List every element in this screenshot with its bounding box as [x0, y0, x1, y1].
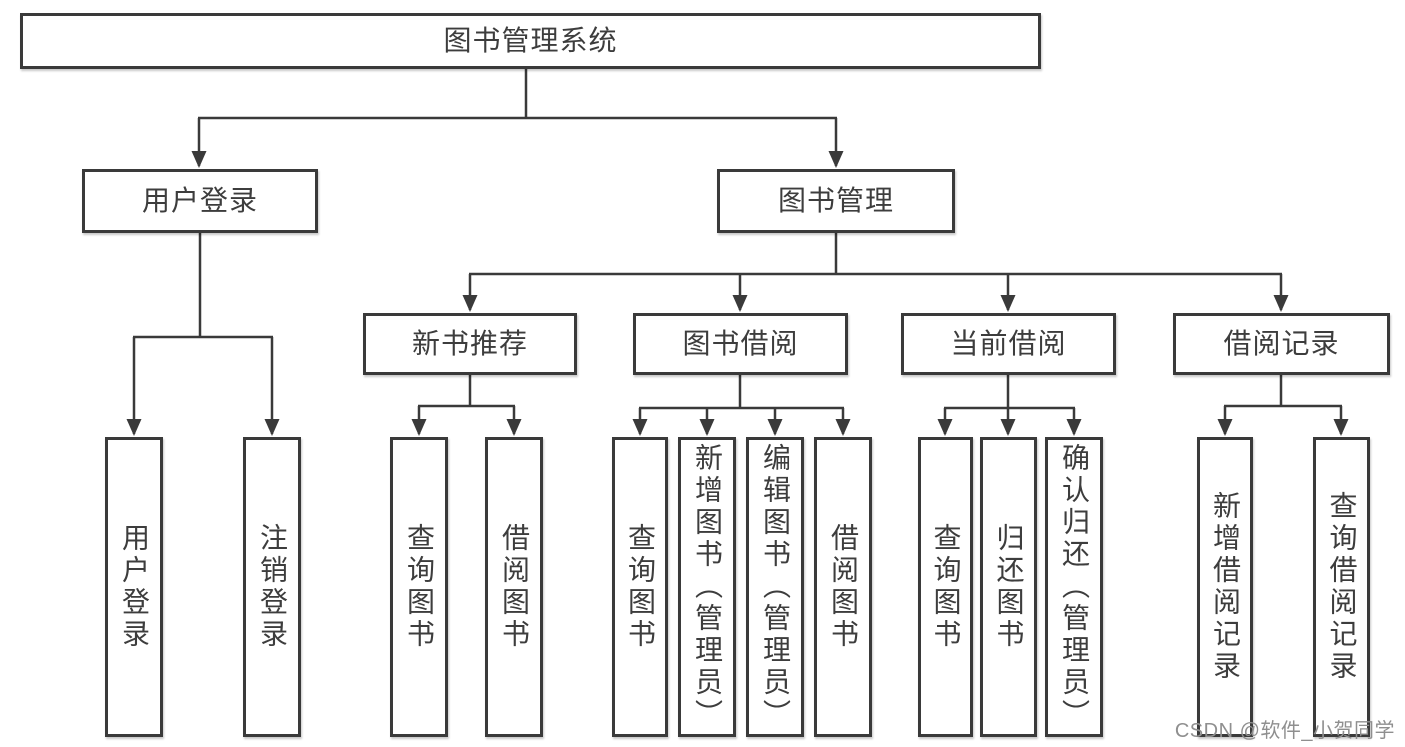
leaf-borrow-books-recommend: 借阅图书: [485, 437, 543, 737]
leaf-logout: 注销登录: [243, 437, 301, 737]
node-label: 借阅图书: [499, 523, 530, 651]
leaf-query-books-borrow: 查询图书: [612, 437, 668, 737]
node-label: 注销登录: [257, 523, 288, 651]
node-new-book-recommend: 新书推荐: [363, 313, 577, 375]
node-label: 当前借阅: [950, 328, 1067, 359]
leaf-add-book-admin: 新增图书（管理员）: [678, 437, 736, 737]
leaf-query-books-recommend: 查询图书: [390, 437, 448, 737]
node-label: 查询图书: [404, 523, 435, 651]
node-borrow-records: 借阅记录: [1173, 313, 1390, 375]
leaf-borrow-books: 借阅图书: [814, 437, 872, 737]
node-current-borrow: 当前借阅: [901, 313, 1116, 375]
leaf-user-login: 用户登录: [105, 437, 163, 737]
leaf-return-book: 归还图书: [980, 437, 1037, 737]
node-book-borrow: 图书借阅: [633, 313, 848, 375]
node-label: 用户登录: [141, 185, 258, 216]
node-label: 新书推荐: [411, 328, 528, 359]
leaf-query-borrow-record: 查询借阅记录: [1313, 437, 1370, 737]
node-label: 图书管理系统: [443, 25, 618, 56]
csdn-watermark: CSDN @软件_小贺同学: [1174, 720, 1395, 742]
node-label: 查询借阅记录: [1326, 491, 1358, 683]
node-label: 编辑图书（管理员）: [760, 443, 791, 731]
node-user-login: 用户登录: [82, 169, 318, 233]
node-label: 借阅记录: [1223, 328, 1340, 359]
node-library-management-system: 图书管理系统: [20, 13, 1041, 69]
node-label: 用户登录: [119, 523, 150, 651]
node-label: 图书借阅: [682, 328, 799, 359]
node-label: 查询图书: [930, 523, 962, 651]
node-label: 图书管理: [777, 185, 894, 216]
leaf-edit-book-admin: 编辑图书（管理员）: [746, 437, 804, 737]
leaf-confirm-return-admin: 确认归还（管理员）: [1045, 437, 1103, 737]
leaf-add-borrow-record: 新增借阅记录: [1197, 437, 1253, 737]
leaf-query-books-current: 查询图书: [918, 437, 973, 737]
node-label: 查询图书: [625, 523, 656, 651]
node-label: 归还图书: [993, 523, 1025, 651]
node-book-management: 图书管理: [717, 169, 955, 233]
node-label: 新增图书（管理员）: [692, 443, 723, 731]
node-label: 确认归还（管理员）: [1059, 443, 1090, 731]
node-label: 借阅图书: [828, 523, 859, 651]
node-label: 新增借阅记录: [1210, 491, 1241, 683]
